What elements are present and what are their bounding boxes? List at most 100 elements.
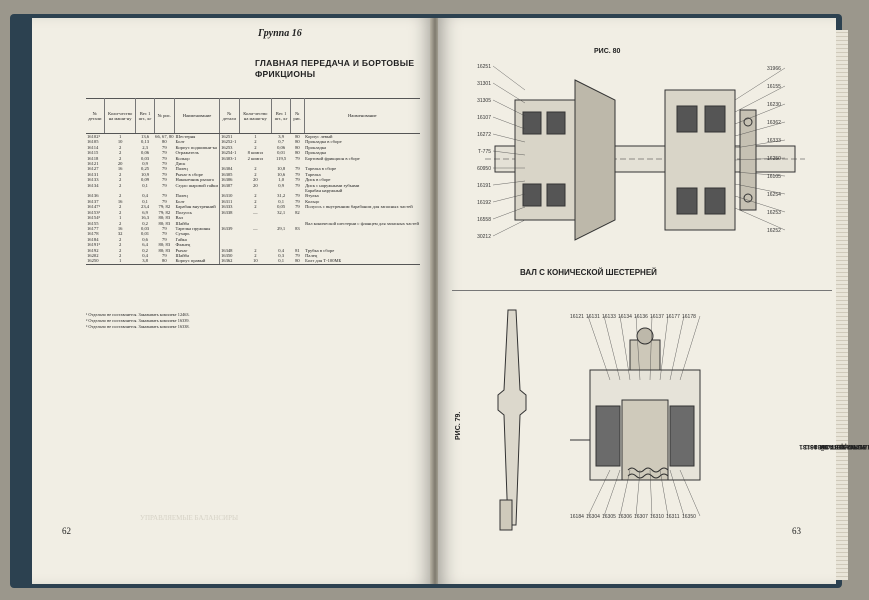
bolt <box>743 117 753 127</box>
fig-80-caption: ВАЛ С КОНИЧЕСКОЙ ШЕСТЕРНЕЙ <box>520 268 657 277</box>
bolt <box>743 193 753 203</box>
table-cell: 0,2 <box>142 247 148 253</box>
table-cell: 79 <box>295 182 300 188</box>
table-cell: 20 <box>253 182 258 188</box>
callout-leader <box>734 157 786 161</box>
callout-label: 16333 <box>767 138 781 144</box>
bearing <box>704 187 726 215</box>
table-cell: 79 <box>295 155 300 161</box>
table-cell: 16348 <box>220 247 233 253</box>
callout-label: 16121 <box>570 314 584 320</box>
callout-leader <box>659 315 669 381</box>
table-cell: 0,9 <box>142 161 148 167</box>
callout-leader <box>603 469 621 517</box>
release-mechanism <box>629 339 661 371</box>
callout-leader <box>734 85 786 113</box>
table-cell: 0,01 <box>141 231 150 237</box>
table-cell: 2 <box>118 144 122 150</box>
callout-leader <box>635 469 641 517</box>
callout-leader <box>492 99 526 117</box>
table-cell: 0,1 <box>142 198 148 204</box>
table-cell: 16306 <box>220 177 233 183</box>
callout-label: 16350 <box>682 514 696 520</box>
table-cell: Сухарь <box>174 231 220 237</box>
callout-label: 16253 <box>767 210 781 216</box>
callout-leader <box>679 315 701 381</box>
table-cell: 16184 <box>87 236 99 242</box>
table-cell: — <box>253 209 258 215</box>
table-cell: 79 <box>162 182 167 188</box>
table-cell: 1 <box>104 258 136 265</box>
footnote: ¹ Отдельно не поставляется. Заказывать к… <box>86 312 190 317</box>
table-cell: 79; 82 <box>158 209 171 215</box>
table-cell: 16310 <box>220 193 233 199</box>
callout-leader <box>734 103 786 125</box>
callout-leader <box>619 469 631 517</box>
table-cell: 2 <box>254 193 257 199</box>
table-cell: 0,7 <box>278 139 284 145</box>
table-cell: Шестерня <box>174 133 220 140</box>
lever-head <box>636 327 654 345</box>
bearing <box>546 183 566 207</box>
table-cell: 0,4 <box>142 193 148 199</box>
table-cell: 1,0 <box>278 177 284 183</box>
callout-label: 16311 <box>666 514 680 520</box>
table-cell: Кольцо <box>174 155 220 162</box>
callout-label: 16252 <box>767 228 781 234</box>
table-cell: 0,06 <box>141 150 150 156</box>
table-cell: Болт <box>174 198 220 205</box>
table-cell: 2 <box>118 247 122 253</box>
table-cell: 16191³ <box>87 242 100 248</box>
table-cell: 0,2 <box>142 220 148 226</box>
callout-leader <box>492 82 526 104</box>
table-cell: 79 <box>162 193 167 199</box>
callout-leader <box>492 180 526 186</box>
book-gutter <box>430 18 440 584</box>
table-cell: Шайба <box>174 220 220 226</box>
callout-label: 16191 <box>477 183 491 189</box>
callout-leader <box>492 133 526 143</box>
table-cell: Тарелка пружины <box>174 225 220 232</box>
table-cell: 6,4 <box>142 242 148 248</box>
table-cell: 16118 <box>87 155 99 161</box>
table-cell: 16114 <box>87 144 99 150</box>
table-header-cell: Вес 1 шт., кг <box>135 98 155 134</box>
callout-label: 16254 <box>767 192 781 198</box>
table-cell: Диск в сборе <box>305 177 331 183</box>
table-cell: 79 <box>162 231 167 237</box>
table-cell: 83 <box>295 225 300 231</box>
table-cell: 20 <box>117 161 123 167</box>
callout-label: 16362 <box>767 120 781 126</box>
table-header-cell: № детали <box>86 98 105 134</box>
table-cell: 0,06 <box>277 144 286 150</box>
section-title: ГЛАВНАЯ ПЕРЕДАЧА И БОРТОВЫЕ ФРИКЦИОНЫ <box>255 58 414 80</box>
table-cell: 80 <box>290 258 305 265</box>
table-cell: 79 <box>162 171 167 177</box>
table-cell: 29,1 <box>277 225 286 231</box>
table-cell: 16154³ <box>87 215 100 221</box>
table-cell: 2 <box>118 177 122 183</box>
table-cell: 32,1 <box>277 209 286 215</box>
flange <box>739 109 757 211</box>
table-cell: 2 <box>118 236 122 242</box>
table-cell: Наконечник рычага <box>174 177 220 183</box>
section-title-line-1: ГЛАВНАЯ ПЕРЕДАЧА И БОРТОВЫЕ <box>255 58 415 68</box>
table-cell: 16133 <box>87 177 99 183</box>
fig-79-caption: БОРТОВОЙ ФРИКЦИОН В СБОРЕ. КОМПЛЕКТ 1630… <box>710 320 869 520</box>
table-cell: 16307 <box>220 182 233 188</box>
table-cell: 16127 <box>87 166 99 172</box>
table-header-cell: Вес 1 шт., кг <box>271 98 292 134</box>
table-cell: 3,8 <box>135 258 155 265</box>
table-cell: 82 <box>295 209 300 215</box>
table-cell: 16153² <box>87 209 100 215</box>
table-cell: 16338 <box>220 209 233 215</box>
table-cell: 16177 <box>87 225 99 231</box>
